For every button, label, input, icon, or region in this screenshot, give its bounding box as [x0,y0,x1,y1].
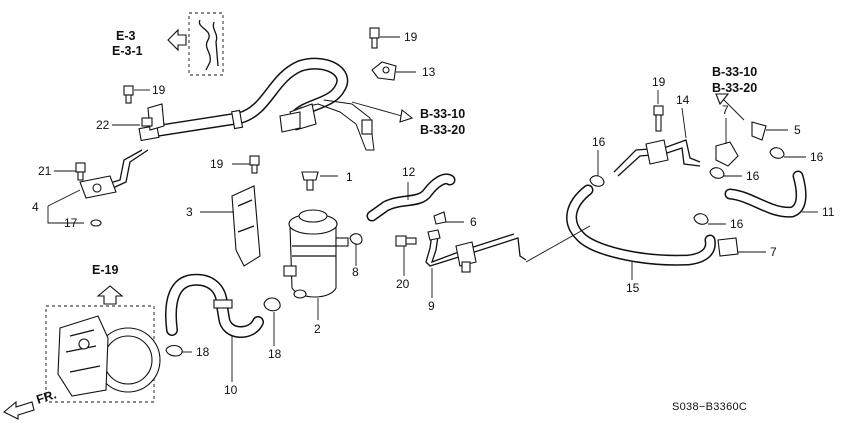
bolt-21 [75,162,86,181]
clamp-8 [349,233,363,245]
callout-18-b[interactable]: 18 [268,347,282,361]
clamp-16-a [589,175,605,187]
clip-7-a [715,141,739,167]
callout-16-a[interactable]: 16 [592,135,606,149]
clip-7-b [717,237,739,257]
callout-12[interactable]: 12 [402,165,416,179]
callout-19-b[interactable]: 19 [152,83,166,97]
clip-icon [198,19,219,71]
reservoir-2 [283,209,349,299]
callout-16-c[interactable]: 16 [746,169,760,183]
callout-19-c[interactable]: 19 [210,157,224,171]
callout-18-a[interactable]: 18 [196,345,210,359]
clamp-16-b [769,147,785,159]
pipe-14 [613,139,701,173]
cooler-pipe-15 [566,184,716,266]
callout-22[interactable]: 22 [96,118,110,132]
ref-e3-group: E-3 E-3-1 [112,12,224,76]
ref-e3[interactable]: E-3 [116,29,136,43]
callout-5[interactable]: 5 [794,123,801,137]
callout-19-d[interactable]: 19 [652,75,666,89]
diagram-code: S038−B3360C [672,401,747,413]
callout-10[interactable]: 10 [224,383,238,397]
ref-b33-20-top[interactable]: B-33-20 [420,123,465,137]
o-ring-17 [90,219,102,227]
leader-lines [47,36,818,382]
callout-14[interactable]: 14 [676,93,690,107]
bolt-19-a [369,27,380,49]
callout-1[interactable]: 1 [346,170,353,184]
bolt-19-c [249,155,260,174]
front-label: FR. [35,387,58,407]
arrow-left-icon [167,28,187,52]
callout-4[interactable]: 4 [32,200,39,214]
ref-b33-10-top[interactable]: B-33-10 [420,107,465,121]
callout-7-b[interactable]: 7 [770,245,777,259]
callout-13[interactable]: 13 [422,65,436,79]
clamp-18-a [263,297,281,312]
clamp-16-d [693,213,709,225]
front-direction-marker: FR. [3,387,58,420]
clamp-22 [141,103,165,131]
bolt-1 [301,171,319,191]
ref-b33-20-right[interactable]: B-33-20 [712,81,757,95]
callout-16-b[interactable]: 16 [810,150,824,164]
callout-21[interactable]: 21 [38,164,52,178]
clamp-18-b [165,344,183,357]
bolt-19-d [653,105,664,132]
banjo-fitting [361,119,373,135]
callout-8[interactable]: 8 [352,265,359,279]
callout-16-d[interactable]: 16 [730,217,744,231]
callout-20[interactable]: 20 [396,277,410,291]
ref-b33-10-right[interactable]: B-33-10 [712,65,757,79]
ref-e19[interactable]: E-19 [92,263,118,277]
callout-11[interactable]: 11 [822,205,835,219]
front-arrow-icon [3,400,35,420]
hose-fitting [231,109,244,130]
callout-7-a[interactable]: 7 [722,103,729,117]
clamp-6 [433,211,447,225]
reservoir-bracket-3 [231,185,261,267]
callout-9[interactable]: 9 [428,299,435,313]
callout-15[interactable]: 15 [626,281,640,295]
clamp-13 [371,61,397,81]
callout-labels: 1 2 3 4 5 6 7 7 8 9 10 11 12 13 14 15 16… [32,30,835,397]
joint-5 [751,121,767,141]
clamp-16-c [709,167,725,179]
return-pipe-9 [425,233,527,267]
callout-17[interactable]: 17 [64,216,78,230]
power-steering-pump [57,315,161,397]
callout-3[interactable]: 3 [186,205,193,219]
callout-19-a[interactable]: 19 [404,30,418,44]
arrow-up-icon [96,285,124,305]
bolt-19-b [123,85,134,104]
callout-2[interactable]: 2 [314,322,321,336]
hose-band [213,299,233,309]
callout-6[interactable]: 6 [470,215,477,229]
ref-e3-1[interactable]: E-3-1 [112,44,143,58]
upper-hose-assembly [79,57,375,199]
bolt-20 [395,235,417,247]
